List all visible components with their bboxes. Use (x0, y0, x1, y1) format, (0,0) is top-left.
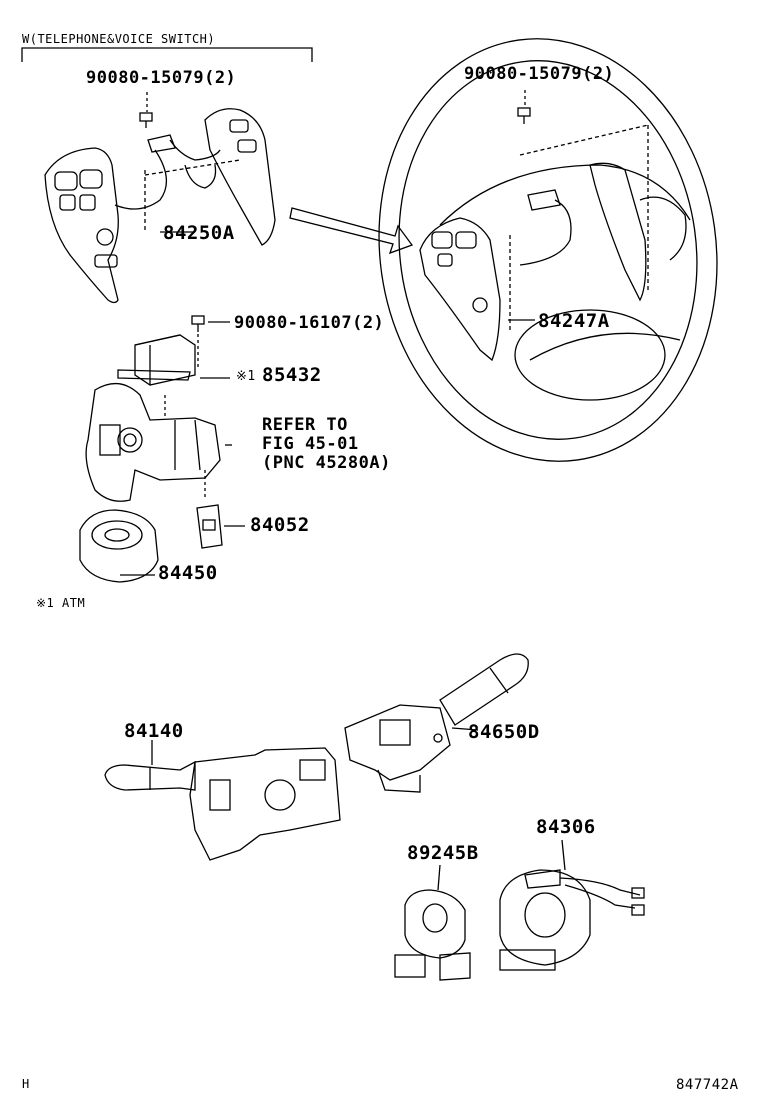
steering-sensor-89245b (394, 864, 471, 981)
part-label-84306: 84306 (536, 816, 596, 838)
part-label-bolt-16107: 90080-16107(2) (234, 313, 385, 333)
footer-left-code: H (22, 1077, 30, 1091)
header-note: W(TELEPHONE&VOICE SWITCH) (22, 32, 216, 46)
steering-switch-84250a (44, 108, 276, 304)
part-label-85432: 85432 (262, 364, 322, 386)
part-label-84250a: 84250A (163, 222, 235, 244)
refer-note: REFER TO FIG 45-01 (PNC 45280A) (262, 416, 391, 473)
part-label-84247a: 84247A (538, 310, 610, 332)
mark-1: ※1 (236, 369, 256, 384)
part-label-84052: 84052 (250, 514, 310, 536)
combination-switch-84650d (344, 653, 529, 793)
bolt-icon-left (139, 92, 153, 128)
clock-spring-84306 (499, 839, 645, 971)
refer-line-3: (PNC 45280A) (262, 453, 391, 473)
part-label-84140: 84140 (124, 720, 184, 742)
bolt-icon-16107 (191, 315, 230, 370)
part-label-84450: 84450 (158, 562, 218, 584)
part-label-bolt-right: 90080-15079(2) (464, 64, 615, 84)
part-label-89245b: 89245B (407, 842, 479, 864)
refer-line-1: REFER TO (262, 415, 348, 435)
ignition-switch-84450 (79, 509, 159, 583)
refer-line-2: FIG 45-01 (262, 434, 359, 454)
header-bracket (21, 47, 313, 62)
relay-85432 (117, 334, 230, 386)
steering-wheel (378, 38, 718, 462)
arrow-icon (289, 207, 414, 255)
switch-84052 (196, 504, 245, 549)
part-label-bolt-left: 90080-15079(2) (86, 68, 237, 88)
part-label-84650d: 84650D (468, 721, 540, 743)
footer-right-code: 847742A (676, 1077, 739, 1093)
footnote: ※1 ATM (36, 596, 86, 610)
combination-switch-84140 (104, 740, 341, 861)
steering-column-assembly (85, 383, 232, 502)
